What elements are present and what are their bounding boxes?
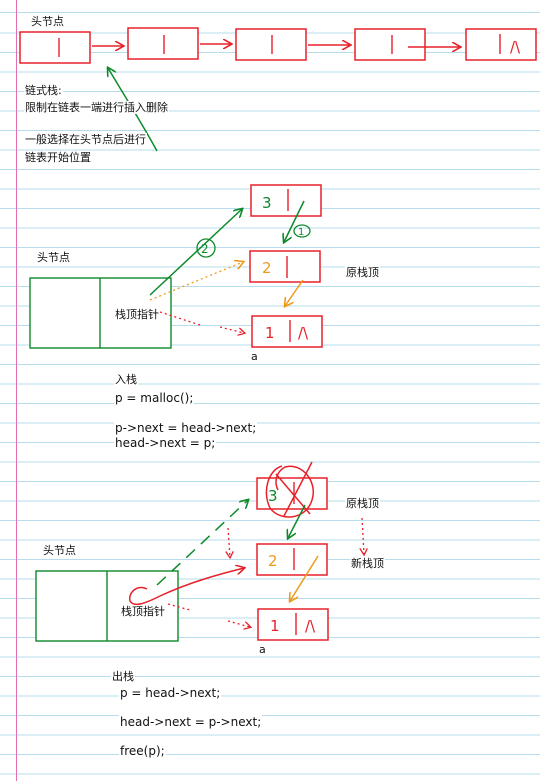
top-null-mark: /\ bbox=[510, 38, 521, 56]
list-node-1 bbox=[127, 27, 199, 60]
pop-orange-new-to-a bbox=[290, 555, 319, 601]
push-red-dotted-to-a bbox=[159, 311, 201, 326]
top-list-arrows bbox=[92, 44, 460, 47]
pop-code-line-3: free(p); bbox=[119, 744, 166, 758]
push-orange-old-to-a bbox=[285, 279, 304, 306]
push-step-mark-1-text: 1 bbox=[298, 227, 304, 238]
push-code-line-2: p->next = head->next; bbox=[114, 421, 258, 435]
top-head-label: 头节点 bbox=[30, 15, 65, 28]
pop-red-dotted-down bbox=[228, 527, 230, 557]
pop-node-3-value: 3 bbox=[268, 487, 278, 505]
desc-line-4: 链表开始位置 bbox=[24, 151, 92, 164]
pop-red-dotted-to-a bbox=[167, 603, 191, 611]
pop-null-mark: /\ bbox=[305, 617, 316, 635]
push-step-mark-1 bbox=[293, 224, 311, 238]
list-node-tail bbox=[465, 28, 537, 61]
push-node-1 bbox=[251, 315, 323, 348]
pop-old-top-label: 原栈顶 bbox=[345, 497, 380, 510]
push-step-mark-2 bbox=[196, 238, 216, 258]
push-null-mark: /\ bbox=[298, 324, 309, 342]
desc-line-1: 链式栈: bbox=[24, 84, 63, 97]
push-node-3-value: 3 bbox=[262, 194, 272, 212]
margin-line bbox=[16, 0, 17, 781]
pop-section-title: 出栈 bbox=[111, 670, 135, 683]
top-node-dividers bbox=[58, 34, 501, 57]
push-green-head-to-new bbox=[149, 209, 242, 296]
pop-node-1-value: 1 bbox=[270, 617, 280, 635]
pop-code-line-1: p = head->next; bbox=[119, 686, 222, 700]
push-old-top-label: 原栈顶 bbox=[345, 266, 380, 279]
push-section-title: 入栈 bbox=[114, 373, 138, 386]
push-top-pointer-label: 栈顶指针 bbox=[114, 308, 160, 321]
desc-line-3: 一般选择在头节点后进行 bbox=[24, 133, 147, 146]
pop-new-top-label: 新栈顶 bbox=[350, 557, 385, 570]
desc-line-2: 限制在链表一端进行插入删除 bbox=[24, 101, 169, 114]
push-code-line-1: p = malloc(); bbox=[114, 391, 195, 405]
pop-green-dashed-head-to-old bbox=[156, 500, 248, 586]
push-head-label: 头节点 bbox=[36, 251, 71, 264]
push-red-dotted-arrow bbox=[219, 326, 244, 333]
pop-red-dotted-newtop bbox=[362, 517, 364, 554]
pop-node-1 bbox=[257, 608, 329, 641]
push-step-mark-2-text: 2 bbox=[201, 242, 209, 256]
push-orange-dotted-top bbox=[149, 262, 243, 301]
pop-red-dotted-arrow bbox=[227, 620, 250, 627]
list-node-3 bbox=[354, 28, 426, 61]
push-node-2-value: 2 bbox=[262, 259, 272, 277]
push-code-line-3: head->next = p; bbox=[114, 436, 217, 450]
push-node-1-value: 1 bbox=[265, 324, 275, 342]
list-node-2 bbox=[235, 28, 307, 61]
list-node-head bbox=[19, 31, 91, 64]
pop-code-line-2: head->next = p->next; bbox=[119, 715, 263, 729]
push-node-2 bbox=[249, 250, 321, 283]
pop-node-a-label: a bbox=[258, 643, 267, 656]
pop-head-label: 头节点 bbox=[42, 544, 77, 557]
push-node-3 bbox=[250, 184, 322, 217]
push-node-a-label: a bbox=[250, 350, 259, 363]
pop-red-rewire bbox=[129, 568, 244, 606]
pop-node-2-value: 2 bbox=[268, 552, 278, 570]
push-green-new-to-old bbox=[284, 200, 305, 242]
top-linked-list bbox=[19, 27, 537, 64]
pop-top-pointer-label: 栈顶指针 bbox=[120, 605, 166, 618]
pop-green-old-to-new bbox=[288, 504, 306, 538]
